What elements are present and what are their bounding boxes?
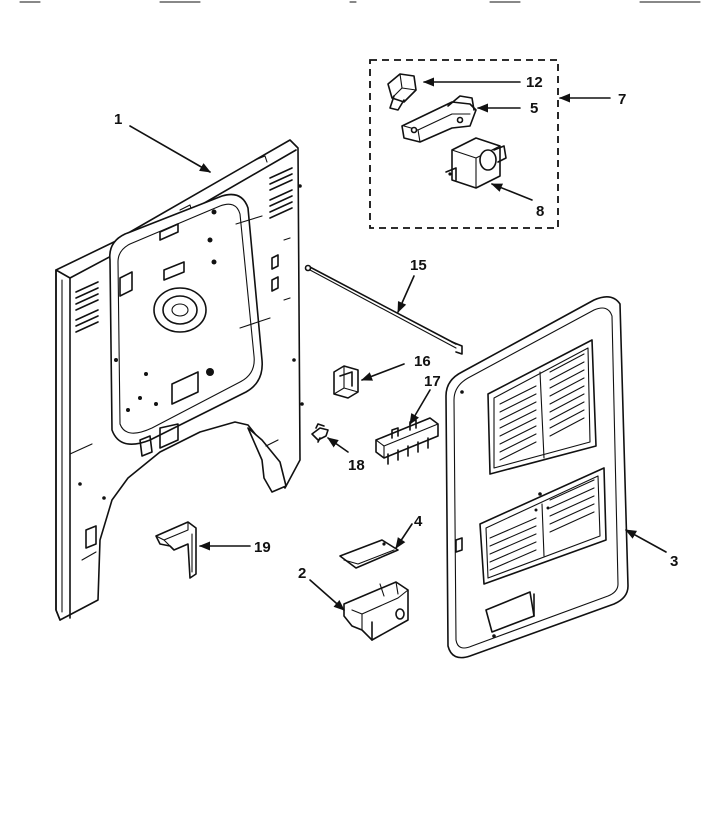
part-5-bracket: [401, 95, 477, 143]
motor-hole: [153, 287, 207, 333]
leader-lines: [129, 77, 667, 611]
callout-15: 15: [410, 257, 427, 274]
leader-2: [309, 579, 345, 611]
leader-4: [395, 523, 413, 549]
part-7-assembly-box: [369, 59, 559, 229]
leader-3: [625, 529, 667, 553]
left-vent-slots: [75, 281, 99, 333]
callout-5: 5: [530, 100, 538, 117]
leader-17: [409, 389, 431, 425]
callout-8: 8: [536, 203, 544, 220]
right-vent-slots: [269, 167, 293, 219]
callout-1: 1: [114, 111, 122, 128]
part-19-bracket: [155, 521, 197, 579]
leader-15: [397, 275, 415, 314]
callout-4: 4: [414, 513, 423, 530]
part-8-solenoid: [445, 137, 507, 189]
part-16-clip: [333, 365, 359, 399]
callout-17: 17: [424, 373, 441, 390]
part-15-rod: [304, 264, 463, 355]
upper-grille: [487, 339, 597, 475]
part-4-plate: [339, 539, 399, 569]
part-17-terminal-block: [375, 417, 439, 465]
part-18-clip: [311, 423, 329, 443]
lower-grille: [479, 467, 607, 585]
callout-7: 7: [618, 91, 626, 108]
callout-3: 3: [670, 553, 678, 570]
callout-19: 19: [254, 539, 271, 556]
callout-16: 16: [414, 353, 431, 370]
leader-8: [490, 183, 533, 201]
panel-holes: [78, 184, 304, 500]
leader-1: [129, 125, 211, 173]
callout-18: 18: [348, 457, 365, 474]
leader-18: [327, 437, 349, 453]
part-2-bracket-box: [343, 581, 409, 641]
callout-labels: 1 12 5 7 8 15 16 17 18 19 4 2 3: [114, 74, 678, 582]
callout-12: 12: [526, 74, 543, 91]
callout-2: 2: [298, 565, 306, 582]
part-1-rear-panel: [55, 139, 304, 621]
part-3-access-cover: [445, 296, 629, 659]
part-12-clip: [387, 73, 417, 111]
leader-16: [360, 363, 405, 381]
